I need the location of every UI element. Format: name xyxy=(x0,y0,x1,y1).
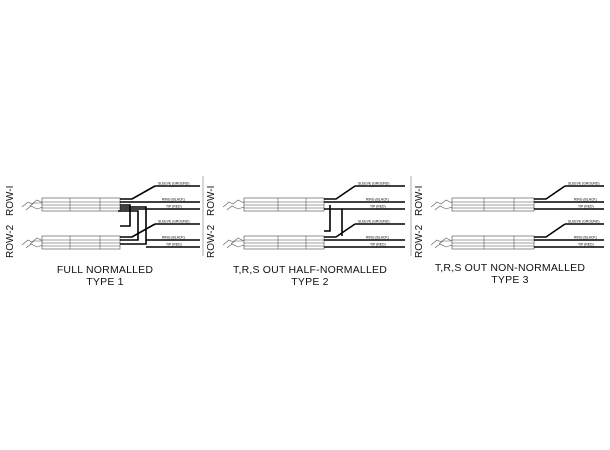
jack-row-1 xyxy=(21,197,121,212)
signal-tip-row1: TIP (RED) xyxy=(370,205,386,209)
caption-type: TYPE 1 xyxy=(86,276,124,288)
caption-type-2: T,R,S OUT HALF-NORMALLED TYPE 2 xyxy=(225,264,395,288)
caption-type: TYPE 3 xyxy=(491,274,529,286)
signal-sleeve-row1: SLEEVE (GROUND) xyxy=(358,182,389,186)
row-2-label: ROW-2 xyxy=(414,224,425,258)
signal-ring-row1: RING (BLACK) xyxy=(366,198,389,202)
jack-row-1 xyxy=(222,197,325,212)
caption-title: FULL NORMALLED xyxy=(56,264,154,276)
signal-sleeve-row2: SLEEVE (GROUND) xyxy=(358,220,389,224)
panel-type-1: ROW-I ROW-2 xyxy=(5,182,200,258)
signal-ring-row1: RING (BLACK) xyxy=(162,198,185,202)
panel-type-3: ROW-I ROW-2 xyxy=(414,182,604,258)
caption-type: TYPE 2 xyxy=(291,276,329,288)
signal-ring-row2: RING (BLACK) xyxy=(574,236,597,240)
signal-ring-row2: RING (BLACK) xyxy=(162,236,185,240)
caption-title: T,R,S OUT HALF-NORMALLED xyxy=(233,264,387,276)
caption-type-3: T,R,S OUT NON-NORMALLED TYPE 3 xyxy=(430,262,590,286)
jack-row-2 xyxy=(430,235,535,250)
signal-tip-row2: TIP (RED) xyxy=(370,243,386,247)
panel-type-2: ROW-I ROW-2 xyxy=(206,182,405,258)
row-1-label: ROW-I xyxy=(5,186,16,216)
signal-tip-row1: TIP (RED) xyxy=(578,205,594,209)
signal-tip-row2: TIP (RED) xyxy=(166,243,182,247)
row-2-label: ROW-2 xyxy=(5,224,16,258)
signal-ring-row1: RING (BLACK) xyxy=(574,198,597,202)
row-2-label: ROW-2 xyxy=(206,224,217,258)
row-1-label: ROW-I xyxy=(414,186,425,216)
row-1-label: ROW-I xyxy=(206,186,217,216)
signal-sleeve-row1: SLEEVE (GROUND) xyxy=(158,182,189,186)
signal-tip-row1: TIP (RED) xyxy=(166,205,182,209)
signal-sleeve-row1: SLEEVE (GROUND) xyxy=(568,182,599,186)
jack-row-2 xyxy=(222,235,325,250)
signal-ring-row2: RING (BLACK) xyxy=(366,236,389,240)
signal-sleeve-row2: SLEEVE (GROUND) xyxy=(158,220,189,224)
jack-row-2 xyxy=(21,235,121,250)
signal-tip-row2: TIP (RED) xyxy=(578,243,594,247)
caption-title: T,R,S OUT NON-NORMALLED xyxy=(434,262,586,274)
caption-type-1: FULL NORMALLED TYPE 1 xyxy=(30,264,180,288)
signal-sleeve-row2: SLEEVE (GROUND) xyxy=(568,220,599,224)
jack-row-1 xyxy=(430,197,535,212)
